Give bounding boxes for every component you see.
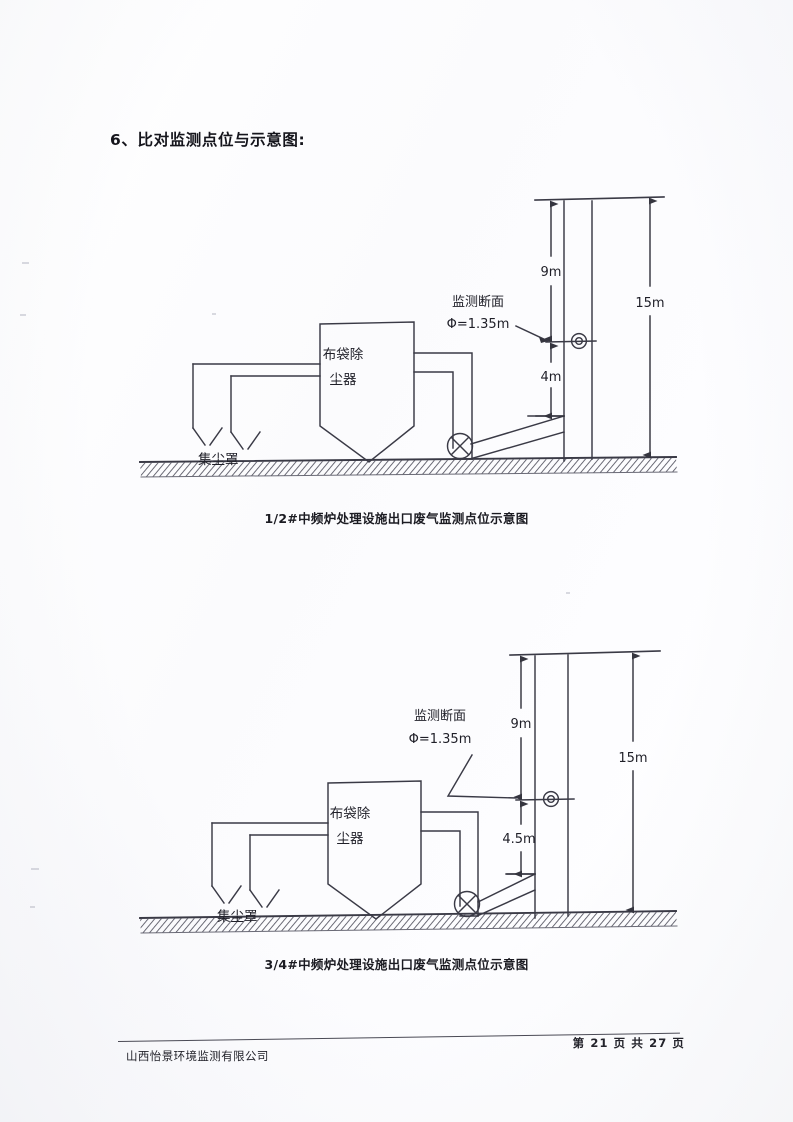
- label-baghouse-line2: 尘器: [337, 831, 364, 847]
- sampling-port: [515, 790, 575, 808]
- label-section-title: 监测断面: [452, 295, 504, 310]
- page-title: 6、比对监测点位与示意图:: [110, 131, 306, 149]
- label-hood: 集尘罩: [217, 909, 258, 925]
- dimension-4_5m: [506, 800, 536, 878]
- stack-chimney: [534, 196, 665, 462]
- dust-hood-right: [248, 834, 329, 909]
- footer-pagination: 第 21 页 共 27 页: [572, 1036, 685, 1050]
- label-dim-15m: 15m: [618, 751, 647, 766]
- label-baghouse-line1: 布袋除: [330, 806, 371, 822]
- scan-speck: [20, 314, 26, 316]
- diagram-2-svg: 集尘罩 布袋除 尘器 监测断面 Φ=1.35m 9m 4.5m 15m: [139, 650, 678, 934]
- dust-hood-left: [191, 363, 321, 447]
- section-leader-line: [446, 754, 517, 799]
- label-section-diameter: Φ=1.35m: [409, 732, 472, 747]
- label-dim-15m: 15m: [635, 296, 664, 311]
- label-section-title: 监测断面: [414, 709, 466, 724]
- figure-2-caption: 3/4#中频炉处理设施出口废气监测点位示意图: [264, 957, 529, 972]
- label-dim-9m: 9m: [511, 717, 532, 732]
- dust-hood-left: [210, 822, 329, 905]
- fan-symbol: [446, 432, 474, 460]
- fan-symbol: [453, 890, 481, 918]
- scan-speck: [31, 868, 39, 870]
- diagram-figure-1: 集尘罩 布袋除 尘器 监测断面 Φ=1.35m 9m 4m 15m: [0, 176, 793, 536]
- figure-1-caption: 1/2#中频炉处理设施出口废气监测点位示意图: [264, 511, 529, 526]
- ground-line: [139, 456, 678, 478]
- label-dim-9m: 9m: [541, 265, 562, 280]
- baghouse-dust-collector: [319, 321, 415, 463]
- scan-speck: [30, 906, 35, 908]
- label-dim-4.5m: 4.5m: [502, 832, 535, 847]
- dust-hood-right: [229, 375, 321, 451]
- diagram-figure-2: 集尘罩 布袋除 尘器 监测断面 Φ=1.35m 9m 4.5m 15m: [0, 628, 793, 988]
- diagram-1-svg: 集尘罩 布袋除 尘器 监测断面 Φ=1.35m 9m 4m 15m: [139, 196, 678, 478]
- outlet-duct-upper: [413, 352, 473, 460]
- sampling-port: [545, 332, 597, 350]
- dimension-4m: [535, 342, 565, 420]
- label-hood: 集尘罩: [198, 452, 239, 468]
- footer-company-name: 山西怡景环境监测有限公司: [126, 1049, 269, 1063]
- ground-line: [139, 910, 678, 934]
- outlet-duct-upper: [420, 811, 479, 917]
- label-dim-4m: 4m: [541, 370, 562, 385]
- scan-speck: [566, 592, 570, 594]
- stack-chimney: [509, 650, 661, 919]
- scan-speck: [22, 262, 29, 264]
- section-leader-line: [515, 325, 549, 343]
- rising-duct: [476, 873, 536, 917]
- baghouse-dust-collector: [327, 780, 422, 920]
- label-baghouse-line1: 布袋除: [323, 347, 364, 363]
- rising-duct: [469, 415, 565, 460]
- scan-speck: [212, 313, 216, 315]
- label-baghouse-line2: 尘器: [330, 372, 357, 388]
- label-section-diameter: Φ=1.35m: [447, 317, 510, 332]
